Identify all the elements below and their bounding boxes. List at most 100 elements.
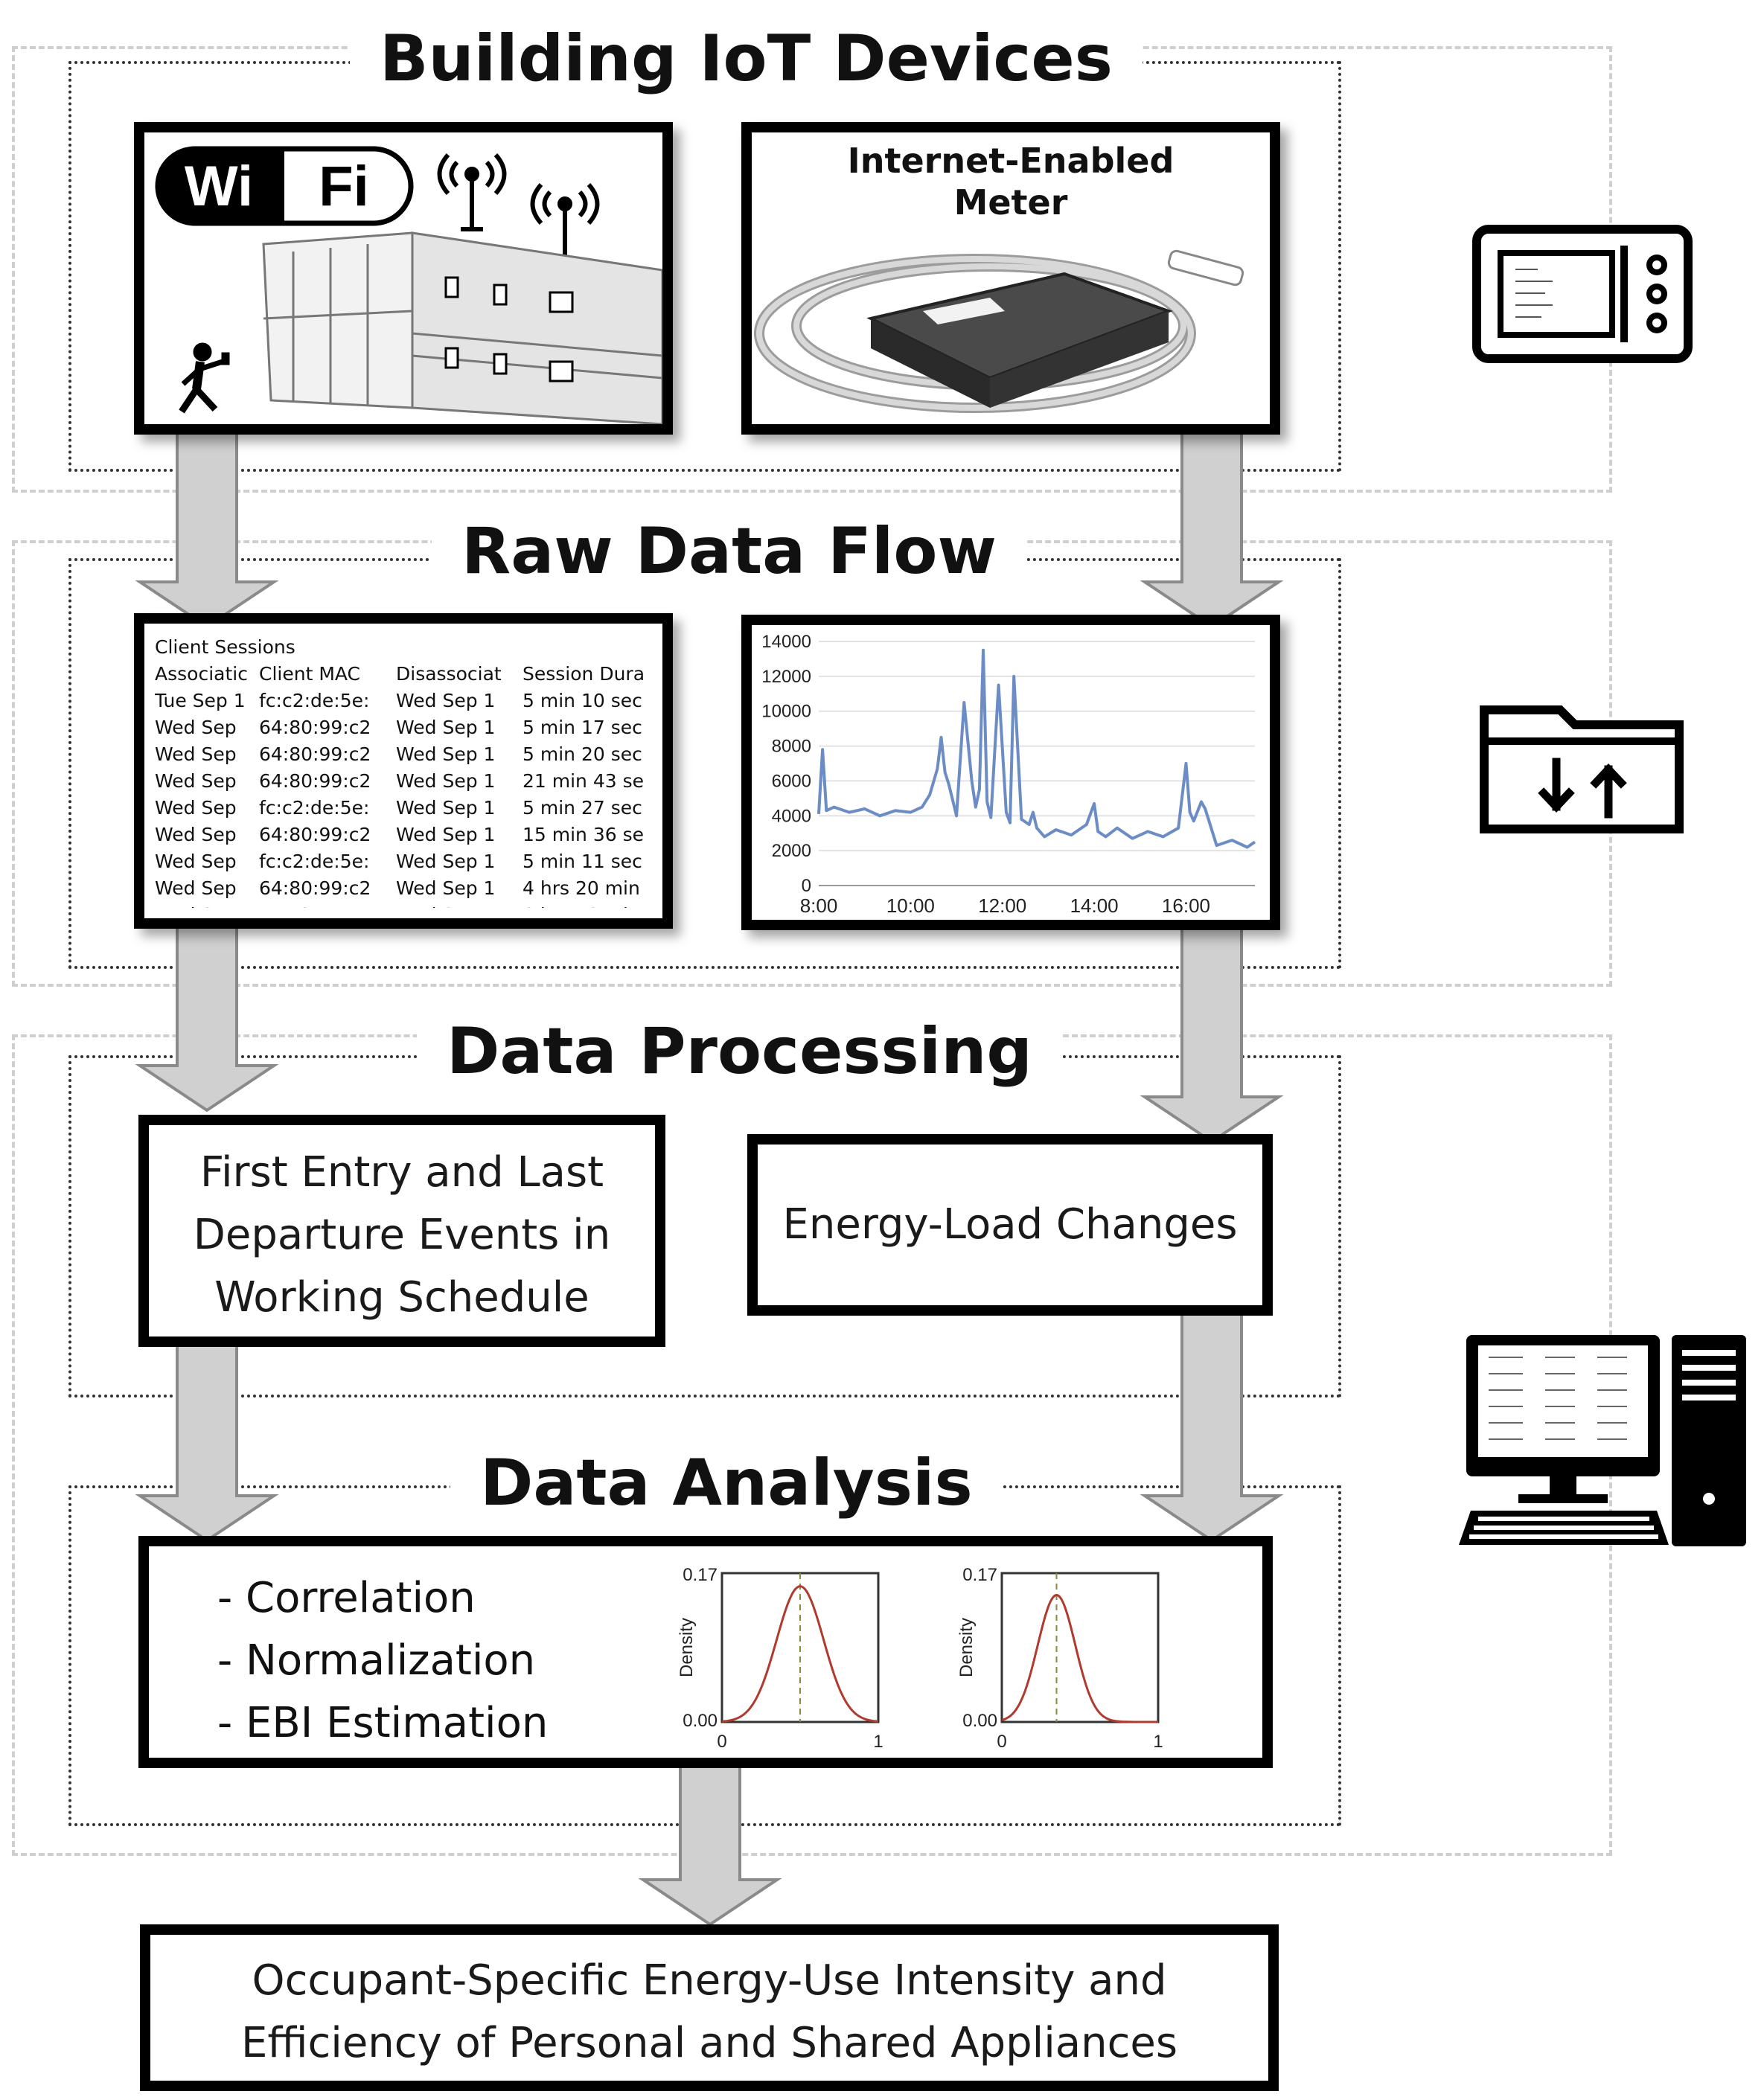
schedule-line-2: Departure Events in [193, 1211, 611, 1259]
density-axis-label: Density [956, 1618, 977, 1677]
meter-panel: Internet-Enabled Meter [741, 122, 1280, 435]
analysis-box: - Correlation - Normalization - EBI Esti… [138, 1536, 1273, 1768]
table-cell: 5 min 17 sec [523, 717, 642, 738]
table-cell: Wed Sep 1 [396, 743, 496, 765]
density-y-tick-label: 0.17 [962, 1565, 997, 1585]
density-plot-frame [1000, 1572, 1160, 1723]
meter-title-line1: Internet-Enabled [847, 141, 1175, 181]
arrow-meter-to-chart [1140, 420, 1284, 629]
table-cell: Wed Sep 1 [396, 690, 496, 711]
table-cell: Wed Sep [155, 770, 237, 792]
density-y-tick-label: 0.00 [683, 1711, 718, 1731]
arrow-schedule-to-analysis [135, 1338, 279, 1543]
desktop-computer-icon [1459, 1335, 1746, 1546]
table-cell: Wed Sep [155, 902, 258, 908]
person-walking-icon [179, 342, 230, 414]
result-line-2: Efficiency of Personal and Shared Applia… [240, 2019, 1178, 2067]
table-cell: 5 min 10 sec [523, 690, 642, 711]
table-cell: 5c:e0:c5:ec: [259, 902, 394, 908]
table-cell: 6 hrs 18 min [523, 902, 652, 908]
arrow-analysis-to-result [638, 1762, 782, 1927]
y-tick-label: 4000 [772, 806, 811, 826]
y-tick-label: 8000 [772, 737, 811, 757]
bullet-normalization: - Normalization [217, 1636, 536, 1685]
table-cell: 5 min 11 sec [523, 851, 642, 872]
table-header-cell: Associatic [155, 663, 248, 685]
arrow-load-to-analysis [1140, 1310, 1284, 1543]
table-cell: Wed Sep 1 [396, 770, 496, 792]
result-line-1: Occupant-Specific Energy-Use Intensity a… [252, 1956, 1167, 2005]
wifi-logo-fi: Fi [319, 155, 369, 218]
bullet-ebi-estimation: - EBI Estimation [217, 1699, 549, 1747]
table-cell: Wed Sep 1 [396, 717, 496, 738]
density-y-tick-label: 0.00 [962, 1711, 997, 1731]
folder-transfer-icon [1480, 705, 1684, 833]
table-cell: Wed Sep 1 [396, 824, 496, 845]
title-data-processing: Data Processing [417, 1019, 1062, 1083]
schedule-line-3: Working Schedule [214, 1273, 589, 1322]
density-axis-label: Density [677, 1618, 697, 1677]
table-cell: 21 min 43 se [523, 770, 645, 792]
energy-load-line [817, 648, 1256, 849]
table-cell: fc:c2:de:5e: [259, 851, 370, 872]
first-entry-last-departure-box: First Entry and Last Departure Events in… [138, 1115, 665, 1347]
table-cell: 64:80:99:c2 [259, 717, 371, 738]
x-tick-label: 16:00 [1162, 894, 1210, 917]
result-box: Occupant-Specific Energy-Use Intensity a… [140, 1924, 1279, 2091]
antenna-icon [437, 153, 507, 231]
y-tick-label: 2000 [772, 841, 811, 861]
table-cell: 5 min 27 sec [523, 797, 642, 819]
density-x-tick-label: 1 [1153, 1732, 1163, 1752]
table-header-cell: Disassociat [396, 663, 502, 685]
wifi-logo-wi: Wi [185, 155, 253, 218]
table-cell: Wed Sep 1 [396, 902, 521, 908]
table-cell: Wed Sep 1 [396, 877, 496, 899]
x-tick-label: 12:00 [978, 894, 1026, 917]
table-cell: Wed Sep [155, 743, 237, 765]
density-x-tick-label: 1 [873, 1732, 883, 1752]
table-cell: Tue Sep 1 [155, 690, 246, 711]
density-curve [721, 1585, 879, 1723]
density-x-tick-label: 0 [997, 1732, 1006, 1752]
table-cell: 4 hrs 20 min [523, 877, 640, 899]
y-tick-label: 14000 [761, 632, 811, 652]
density-plot-1: Density 0.17 0.000 1 [677, 1565, 883, 1752]
x-tick-label: 10:00 [886, 894, 935, 917]
title-raw-data-flow: Raw Data Flow [432, 519, 1026, 583]
x-tick-label: 14:00 [1070, 894, 1119, 917]
density-plot-2: Density 0.17 0.000 1 [956, 1565, 1163, 1752]
arrow-chart-to-load [1140, 918, 1284, 1144]
table-cell: Wed Sep [155, 877, 237, 899]
meter-device-icon [754, 249, 1244, 413]
table-cell: Wed Sep [155, 717, 237, 738]
meter-title-line2: Meter [953, 182, 1068, 223]
microwave-icon [1472, 225, 1693, 363]
arrow-wifi-to-sessions [135, 420, 279, 629]
table-cell: Wed Sep 1 [396, 851, 496, 872]
antenna-icon [530, 183, 600, 261]
energy-load-changes-box: Energy-Load Changes [747, 1134, 1273, 1316]
x-tick-label: 8:00 [800, 894, 838, 917]
table-header-cell: Client MAC [259, 663, 361, 685]
title-building-iot-devices: Building IoT Devices [350, 27, 1143, 91]
table-cell: fc:c2:de:5e: [259, 690, 370, 711]
y-tick-label: 12000 [761, 667, 811, 687]
table-cell: 64:80:99:c2 [259, 824, 371, 845]
y-tick-label: 0 [802, 876, 811, 896]
density-y-tick-label: 0.17 [683, 1565, 718, 1585]
table-cell: fc:c2:de:5e: [259, 797, 370, 819]
table-header-cell: Session Dura [523, 663, 645, 685]
wifi-building-panel: Wi Fi [134, 122, 673, 435]
building-icon [262, 231, 662, 424]
energy-load-changes-label: Energy-Load Changes [782, 1200, 1238, 1249]
table-cell: Wed Sep [155, 851, 237, 872]
schedule-line-1: First Entry and Last [199, 1148, 604, 1197]
table-cell: 64:80:99:c2 [259, 770, 371, 792]
arrow-sessions-to-schedule [135, 918, 279, 1113]
density-x-tick-label: 0 [717, 1732, 726, 1752]
table-cell: Wed Sep [155, 824, 237, 845]
